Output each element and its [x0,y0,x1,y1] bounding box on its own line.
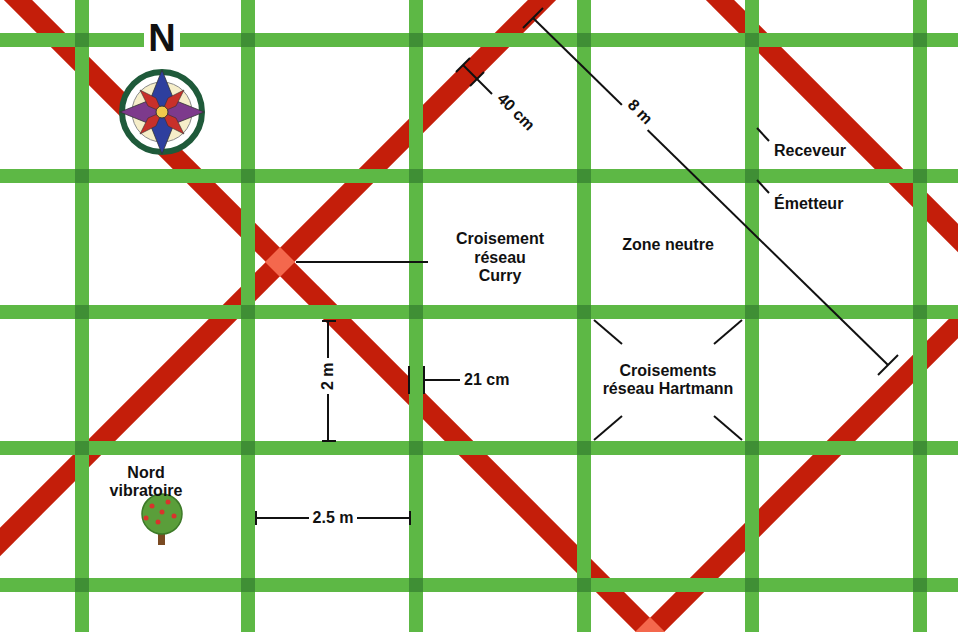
hartmann-crossing [577,169,591,183]
dimension-label: 21 cm [464,371,509,389]
hartmann-crossing [241,33,255,47]
place-label: Nord vibratoire [105,464,187,501]
dimension-tick [322,320,336,322]
hartmann-line [75,0,89,632]
hartmann-crossing [913,305,927,319]
dimension-label: 8 m [620,92,660,132]
hartmann-line [577,0,591,632]
hartmann-crossing [409,441,423,455]
tree-fruit [160,510,165,515]
hartmann-crossing [75,578,89,592]
zone-label: Zone neutre [613,236,723,254]
hartmann-line [0,441,958,455]
hartmann-crossing [745,305,759,319]
curry-crossing [635,617,665,632]
tree-fruit [172,514,177,519]
callout-label: Receveur [774,142,846,160]
tree-fruit [150,504,155,509]
hartmann-crossing [913,169,927,183]
dimension-tick [322,440,336,442]
hartmann-line [0,169,958,183]
hartmann-crossing [409,169,423,183]
hartmann-line [409,0,423,632]
dimension-label: 2.5 m [309,508,358,528]
dimension-line [533,18,888,365]
dimension-tick [523,8,543,28]
compass-rose [120,70,204,154]
hartmann-crossing [577,578,591,592]
curry-crossing [265,247,295,277]
hartmann-line [913,0,927,632]
tree-crown [142,494,182,534]
hartmann-crossing [577,441,591,455]
leader-line [757,128,769,141]
dimension-tick [878,355,898,375]
hartmann-crossing [241,305,255,319]
dimension-tick [255,511,257,525]
hartmann-crossing [745,578,759,592]
hartmann-crossing [577,33,591,47]
leader-line [714,416,742,440]
dimension-label: 2 m [318,358,338,394]
callout-label: Croisements réseau Hartmann [598,362,738,399]
callout-label: Émetteur [774,195,843,213]
hartmann-crossing [75,305,89,319]
hartmann-crossing [75,33,89,47]
hartmann-crossing [913,33,927,47]
dimension-tick [408,366,410,394]
hartmann-crossing [913,578,927,592]
dimension-label: 40 cm [490,86,542,138]
hartmann-crossing [409,33,423,47]
hartmann-line [0,578,958,592]
hartmann-crossing [75,441,89,455]
hartmann-crossing [75,169,89,183]
leader-line [296,261,428,263]
tree-fruit [166,500,171,505]
leader-line [594,320,622,344]
north-label: N [144,19,179,57]
dimension-line [463,65,492,94]
hartmann-crossing [409,578,423,592]
leader-line [594,416,622,440]
hartmann-crossing [913,441,927,455]
dimension-line [424,379,460,381]
leaders-and-dimensions [256,8,898,525]
hartmann-crossing [241,578,255,592]
hartmann-crossings [75,33,927,592]
hartmann-line [0,305,958,319]
hartmann-crossing [745,441,759,455]
tree-icon [142,494,182,545]
hartmann-crossing [745,33,759,47]
hartmann-line [241,0,255,632]
leader-line [757,180,769,193]
callout-label: Croisement réseau Curry [452,230,548,285]
dimension-tick [409,511,411,525]
hartmann-line [745,0,759,632]
tree-fruit [156,520,161,525]
hartmann-crossing [241,441,255,455]
hartmann-crossing [577,305,591,319]
leader-line [714,320,742,344]
hartmann-crossing [241,169,255,183]
hartmann-crossing [409,305,423,319]
tree-fruit [144,516,149,521]
compass-center [156,106,168,118]
